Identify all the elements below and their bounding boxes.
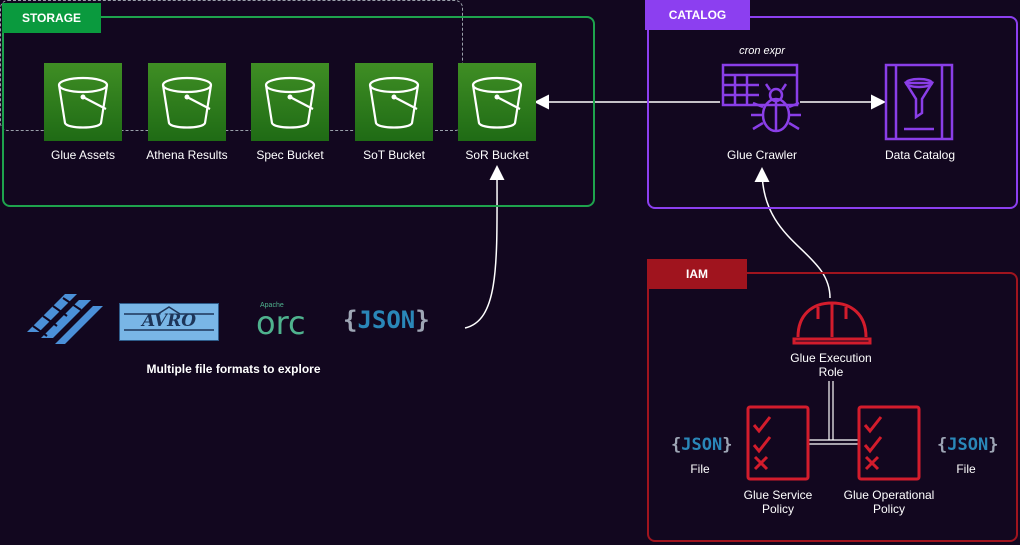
bucket-label: Athena Results [146,148,228,162]
service-policy-icon[interactable] [746,405,810,486]
execution-role-label: Glue Execution Role [790,351,872,379]
s3-bucket-icon[interactable] [44,63,122,141]
storage-group [2,16,595,207]
operational-policy-icon[interactable] [857,405,921,486]
data-catalog-icon[interactable] [884,63,956,146]
iam-group [647,272,1018,542]
file-formats-caption: Multiple file formats to explore [146,362,321,376]
service-policy-label: Glue Service Policy [743,488,813,516]
operational-policy-label: Glue Operational Policy [843,488,935,516]
s3-bucket-icon[interactable] [355,63,433,141]
glue-crawler-label: Glue Crawler [726,148,798,162]
catalog-group [647,16,1018,209]
orc-apache-text: Apache [260,302,284,309]
right-file-label: File [956,462,976,476]
parquet-logo [25,292,103,353]
bucket-label: Glue Assets [50,148,116,162]
right-json-file-icon: {JSON} [937,435,999,455]
catalog-group-title: CATALOG [645,0,750,30]
storage-group-title: STORAGE [2,3,101,33]
left-json-file-icon: {JSON} [671,435,733,455]
bucket-label: SoT Bucket [363,148,425,162]
s3-bucket-icon[interactable] [251,63,329,141]
s3-bucket-icon[interactable] [458,63,536,141]
orc-logo: Apache orc [256,302,306,342]
bucket-label: Spec Bucket [256,148,324,162]
orc-text: orc [256,304,306,342]
glue-crawler-icon[interactable] [721,63,801,144]
formats-to-sor-arrow [464,165,505,329]
iam-group-title: IAM [647,259,747,289]
role-to-crawler-arrow [754,167,831,299]
s3-bucket-icon[interactable] [148,63,226,141]
crawler-schedule-label: cron expr [739,45,785,57]
data-catalog-label: Data Catalog [884,148,956,162]
avro-text: AVRO [141,311,197,331]
bucket-label: SoR Bucket [465,148,529,162]
avro-logo: AVRO [119,303,219,341]
hard-hat-icon[interactable] [792,299,872,350]
json-logo: {JSON} [343,306,430,334]
left-file-label: File [690,462,710,476]
